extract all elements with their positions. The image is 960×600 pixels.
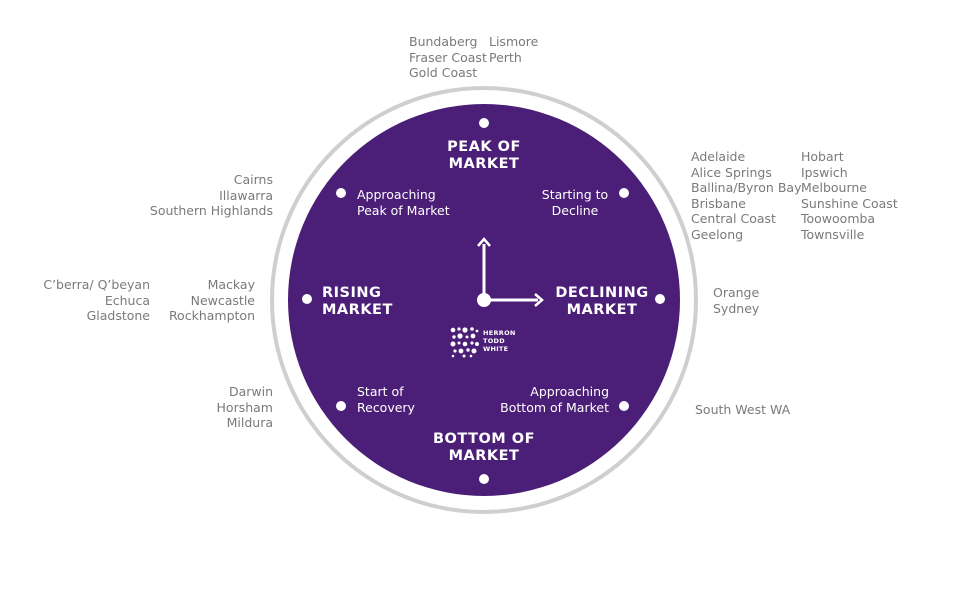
marker-rising xyxy=(302,294,312,304)
marker-approaching-bottom xyxy=(619,401,629,411)
marker-declining xyxy=(655,294,665,304)
logo-line-1: HERRON xyxy=(483,329,516,337)
marker-peak xyxy=(479,118,489,128)
marker-approaching-peak xyxy=(336,188,346,198)
marker-bottom xyxy=(479,474,489,484)
regions-approaching-bottom: South West WA xyxy=(695,402,791,417)
logo-line-2: TODD xyxy=(483,337,505,346)
hour-hand-arrow xyxy=(534,293,544,307)
herron-todd-white-logo: HERRON TODD WHITE xyxy=(450,326,530,358)
marker-start-recovery xyxy=(336,401,346,411)
minute-hand-arrow xyxy=(477,237,491,247)
htw-dot-logo-icon xyxy=(450,327,479,358)
clock-hands xyxy=(477,237,544,307)
logo-line-3: WHITE xyxy=(483,345,509,354)
marker-starting-decline xyxy=(619,188,629,198)
clock-center xyxy=(477,293,491,307)
